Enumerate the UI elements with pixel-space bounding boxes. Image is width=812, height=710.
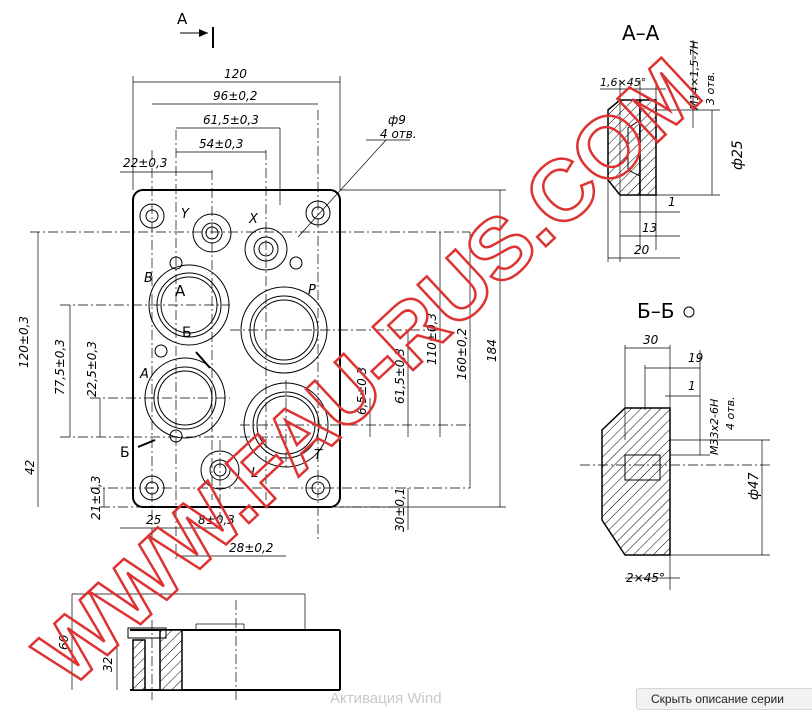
dim-61-5-v: 61,5±0,3	[393, 348, 407, 404]
bottom-dimensions: 25 8±0,3 28±0,2	[120, 513, 286, 557]
dim-d9-count: 4 отв.	[380, 127, 417, 141]
dim-21: 21±0,3	[89, 476, 103, 520]
dim-54: 54±0,3	[199, 137, 243, 151]
dim-60: 60	[57, 634, 71, 650]
section-bb-title: Б–Б	[637, 299, 674, 323]
section-aa-title: А–А	[622, 21, 660, 45]
label-p: P	[308, 283, 316, 298]
dim-22-5: 22,5±0,3	[85, 341, 99, 397]
windows-activation-notice: Активация Wind	[330, 690, 442, 707]
bb-dim-30: 30	[643, 333, 659, 347]
label-x: X	[248, 212, 259, 227]
bb-thread-count: 4 отв.	[724, 396, 737, 430]
aa-dim-13: 13	[642, 221, 657, 235]
plan-view: А	[17, 10, 506, 560]
dim-6-5: 6,5±0,3	[355, 367, 369, 415]
section-aa: А–А 1,6×45° М14×1,5-7Н 3 отв. ф25 1 13 2…	[600, 21, 746, 262]
dim-42: 42	[23, 460, 37, 475]
view-arrow-a: А	[177, 10, 214, 48]
dim-120-v: 120±0,3	[17, 316, 31, 368]
valve-body-outline	[132, 189, 341, 508]
port-labels: Y X B P A L T А Б Б	[120, 207, 323, 481]
label-l: L	[251, 466, 258, 481]
aa-chamfer: 1,6×45°	[600, 76, 646, 89]
dim-77-5: 77,5±0,3	[53, 339, 67, 395]
aa-thread-count: 3 отв.	[704, 71, 717, 105]
aa-diameter: ф25	[730, 140, 746, 170]
dim-120: 120	[224, 67, 247, 81]
dim-d9: ф9	[388, 113, 406, 127]
view-arrow-label: А	[177, 10, 188, 28]
section-bb: Б–Б 30 19 1 М33х2-6Н 4 отв. ф47 2×45°	[580, 299, 770, 590]
dim-30: 30±0,1	[393, 488, 407, 532]
dim-22: 22±0,3	[123, 156, 167, 170]
right-dimensions: 6,5±0,3 61,5±0,3 110±0,3 160±0,2 184 30±…	[340, 189, 506, 532]
bb-chamfer: 2×45°	[626, 571, 665, 585]
dim-8: 8±0,3	[198, 513, 235, 527]
bb-thread: М33х2-6Н	[708, 399, 721, 455]
side-view: 60 32	[57, 593, 341, 700]
centre-lines	[30, 110, 470, 560]
dim-61-5-top: 61,5±0,3	[203, 113, 259, 127]
bb-dim-1: 1	[688, 379, 696, 393]
section-b-label-top: Б	[182, 325, 192, 341]
aa-thread: М14×1,5-7Н	[688, 41, 701, 110]
aa-dim-1: 1	[668, 195, 676, 209]
bb-diameter: ф47	[747, 472, 762, 500]
label-y: Y	[181, 207, 190, 222]
dim-184: 184	[485, 339, 499, 362]
label-t: T	[314, 448, 323, 463]
dim-110: 110±0,3	[425, 313, 439, 365]
bb-dim-19: 19	[688, 351, 703, 365]
label-b: B	[144, 271, 153, 286]
left-dimensions: 120±0,3 77,5±0,3 22,5±0,3 42 21±0,3	[17, 232, 105, 520]
dim-96: 96±0,2	[213, 89, 257, 103]
dim-32: 32	[101, 657, 115, 672]
label-a: A	[139, 367, 149, 382]
section-b-label-bottom: Б	[120, 445, 130, 461]
dim-28: 28±0,2	[229, 541, 273, 555]
top-dimensions: 120 96±0,2 61,5±0,3 54±0,3 22±0,3 ф9 4 о…	[120, 67, 417, 238]
aa-dim-20: 20	[634, 243, 650, 257]
hide-description-button[interactable]: Скрыть описание серии	[636, 688, 812, 710]
section-a-label: А	[175, 282, 186, 300]
dim-25: 25	[146, 513, 161, 527]
dim-160: 160±0,2	[455, 328, 469, 380]
